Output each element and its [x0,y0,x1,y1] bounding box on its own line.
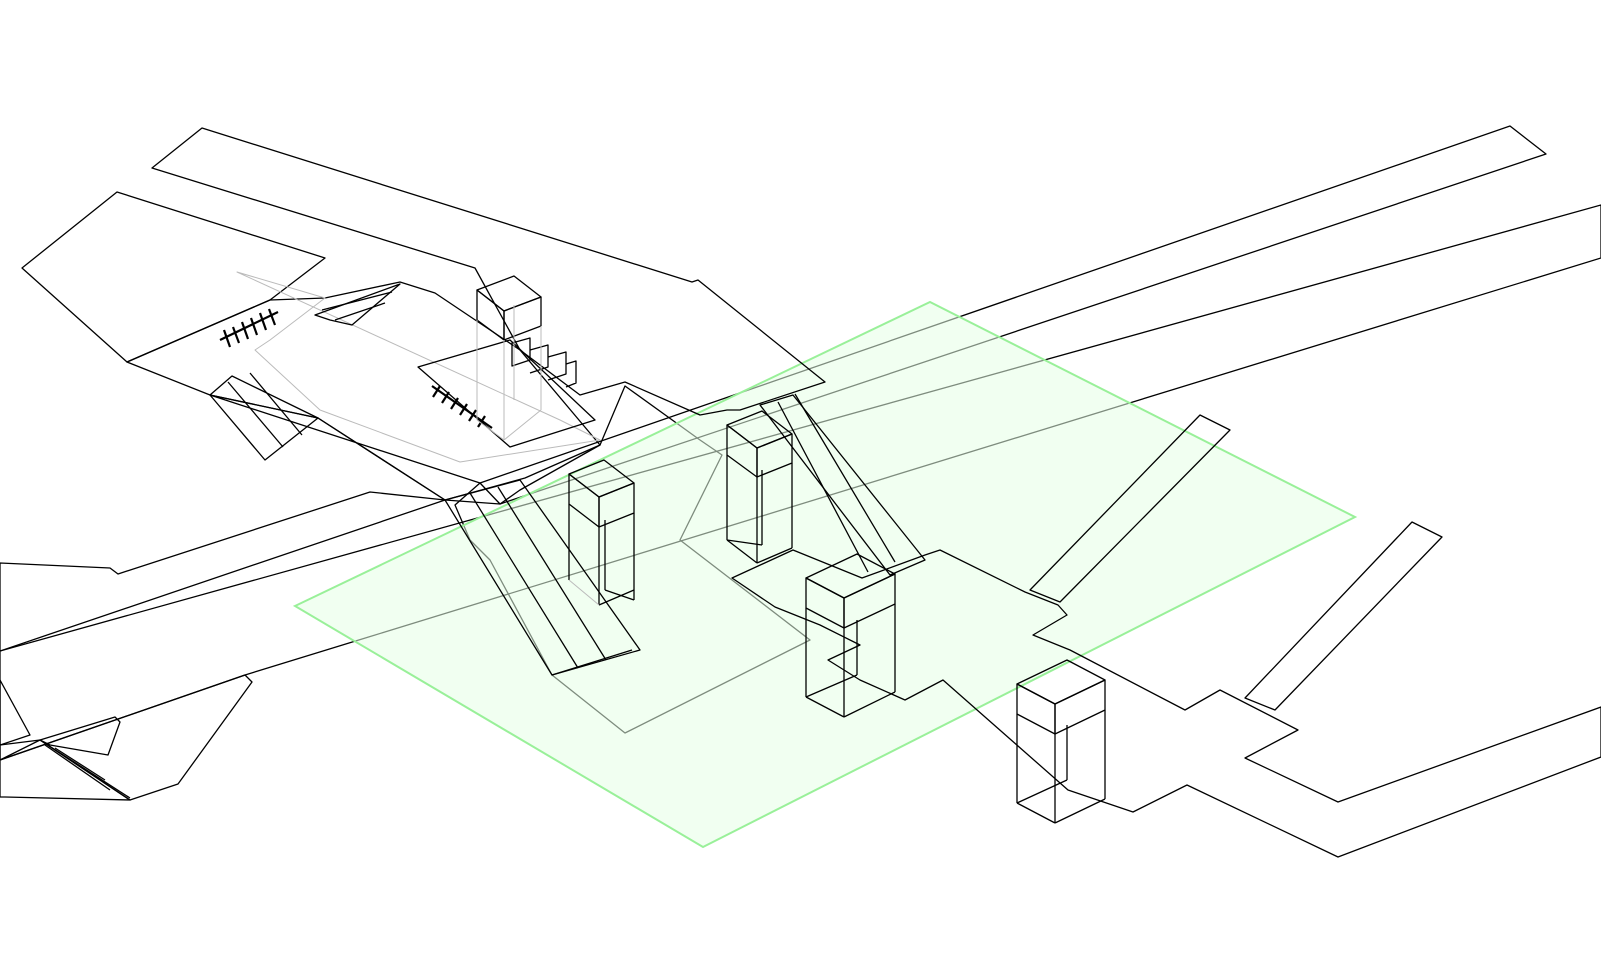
escalator-icon [209,375,319,461]
escalator-southwest [0,679,131,801]
escalator-icon [0,739,131,801]
elevator-c [726,410,793,564]
lower-left-pier [0,674,253,801]
street-grade-zone [292,300,1358,849]
upper-track-platform [479,125,1547,505]
elevator-a [476,275,542,441]
escalator-northwest [314,283,401,326]
elevator-e [1016,659,1106,824]
pier-notch [39,716,121,756]
upper-concourse-north [151,127,826,416]
escalator-west [209,372,319,461]
escalator-icon [0,679,31,746]
elevator-d [805,553,896,718]
stairs-icon [219,308,279,348]
stairs-icon [431,385,493,429]
stairs-icon [511,337,577,388]
connector-hall [126,281,601,501]
escalator-icon [759,394,926,576]
lower-mezzanine [731,549,1601,858]
diagonal-corridor-2 [1244,521,1443,711]
escalator-to-platform [444,479,641,676]
upper-concourse-west [21,191,326,363]
lower-corridor-level [731,414,1601,858]
elevator-b [568,459,635,606]
elevator-icon [476,275,542,312]
diagonal-corridor-1 [1029,414,1231,603]
escalator-to-lower-mezzanine [759,393,926,576]
escalator-icon [314,283,401,326]
escalator-icon [444,479,641,676]
